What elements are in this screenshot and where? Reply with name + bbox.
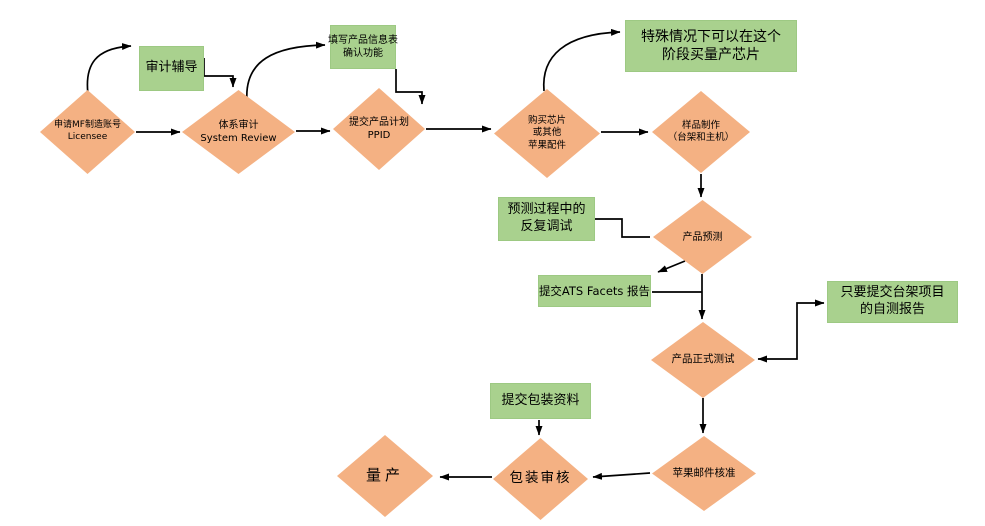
connector-product-info-form-to-ppid [395, 69, 426, 105]
connector-system-review-to-product-info-form [246, 41, 326, 102]
node-licensee-label-1: 申请MF制造账号 [54, 120, 121, 131]
connector-licensee-to-audit-coaching [86, 43, 132, 102]
node-ppid-label-1: 提交产品计划 [349, 117, 409, 128]
note-bench-self-test-report-label-1: 只要提交台架项目 [840, 285, 945, 301]
node-licensee-label-2: Licensee [67, 132, 108, 142]
node-buy-chips-label-1: 购买芯片 [527, 114, 566, 126]
note-packaging-materials: 提交包装资料 [490, 383, 591, 419]
note-bench-self-test-report: 只要提交台架项目 的自测报告 [827, 281, 958, 323]
connector-forecast-debugging-to-product-forecast [595, 218, 650, 238]
note-product-info-form-label-1: 填写产品信息表 [328, 35, 398, 46]
note-special-case-chips-label-2: 阶段买量产芯片 [662, 47, 760, 63]
node-mass-production-label: 量产 [365, 466, 404, 485]
note-bench-self-test-report-label-2: 的自测报告 [859, 302, 925, 317]
connector-buy-chips-to-special-case-note [542, 28, 621, 92]
note-product-info-form-label-2: 确认功能 [343, 48, 383, 59]
node-sample-build-label-2: （台架和主机） [667, 132, 735, 143]
connector-audit-coaching-to-system-review [203, 58, 237, 88]
node-apple-email-approval-label: 苹果邮件核准 [672, 466, 736, 479]
note-ats-facets-report-label: 提交ATS Facets 报告 [538, 283, 651, 298]
note-forecast-debugging-label-2: 反复调试 [520, 219, 573, 234]
note-audit-coaching: 审计辅导 [139, 46, 204, 91]
note-special-case-chips: 特殊情况下可以在这个 阶段买量产芯片 [625, 20, 797, 72]
connector-formal-test-bench-report-two-way [757, 299, 825, 363]
node-buy-chips-label-2: 或其他 [532, 127, 562, 139]
node-system-review-label-1: 体系审计 [218, 120, 259, 131]
node-sample-build-label-1: 样品制作 [681, 119, 720, 131]
node-buy-chips-label-3: 苹果配件 [527, 139, 566, 151]
connector-product-forecast-to-ats-report [657, 260, 686, 273]
note-forecast-debugging: 预测过程中的 反复调试 [498, 197, 595, 241]
note-packaging-materials-label: 提交包装资料 [501, 392, 580, 408]
note-audit-coaching-label: 审计辅导 [145, 60, 198, 76]
node-packaging-review-label: 包装审核 [509, 470, 572, 487]
note-special-case-chips-label-1: 特殊情况下可以在这个 [641, 28, 781, 45]
note-forecast-debugging-label-1: 预测过程中的 [507, 202, 586, 218]
note-ats-facets-report: 提交ATS Facets 报告 [538, 275, 651, 307]
note-product-info-form: 填写产品信息表 确认功能 [328, 25, 398, 69]
node-product-forecast-label: 产品预测 [682, 231, 723, 243]
connector-apple-email-approval-to-packaging-review [592, 472, 651, 480]
node-formal-test-label: 产品正式测试 [671, 353, 735, 366]
node-system-review-label-2: System Review [200, 133, 277, 144]
node-ppid-label-2: PPID [367, 130, 391, 141]
